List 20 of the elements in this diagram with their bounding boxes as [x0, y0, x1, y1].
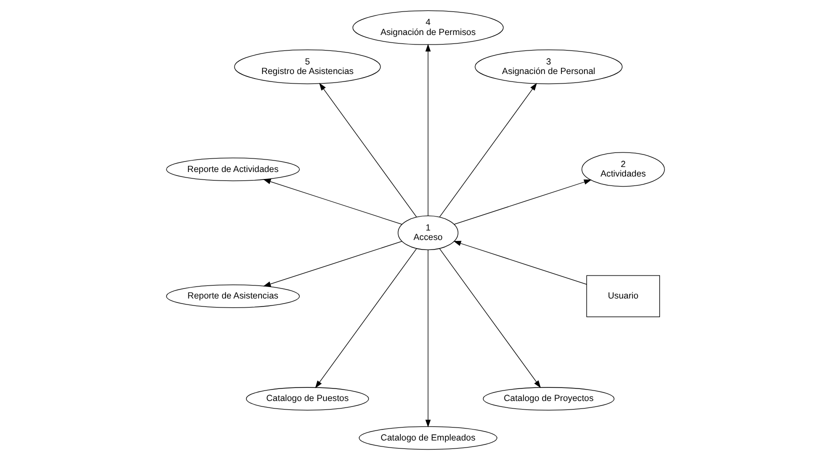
node-ellipse: Reporte de Asistencias — [166, 284, 300, 308]
node-box: Usuario — [586, 275, 660, 318]
node-ellipse: 1 Acceso — [397, 216, 458, 250]
arrow — [424, 250, 430, 428]
arrow — [262, 179, 402, 225]
arrow — [453, 179, 592, 225]
node-ellipse: Catalogo de Empleados — [358, 426, 497, 450]
arrow — [424, 44, 430, 216]
node-ellipse: 4 Asignación de Permisos — [352, 10, 504, 45]
node-ellipse: Reporte de Actividades — [166, 158, 300, 182]
arrow — [262, 240, 402, 287]
node-ellipse: 3 Asignación de Personal — [474, 50, 622, 84]
arrow — [438, 248, 540, 388]
arrow — [452, 240, 586, 285]
node-ellipse: 5 Registro de Asistencias — [234, 50, 380, 84]
node-ellipse: Catalogo de Puestos — [246, 387, 368, 411]
arrow — [318, 82, 416, 218]
node-ellipse: Catalogo de Proyectos — [482, 387, 614, 411]
arrow — [314, 248, 416, 388]
arrow — [438, 82, 536, 218]
